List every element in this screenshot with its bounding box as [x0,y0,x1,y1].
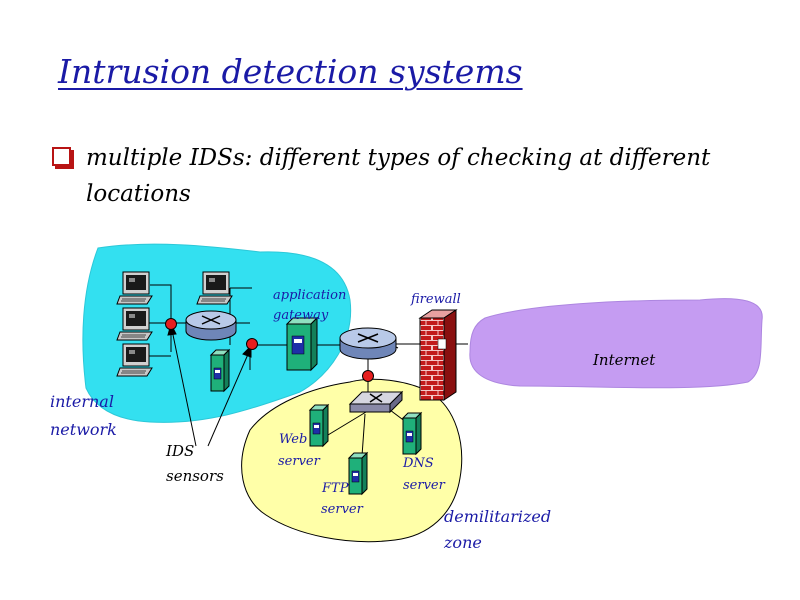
internal-network-label: network [50,420,117,439]
internet-cloud [469,298,763,389]
application-gateway-label: gateway [273,308,329,323]
web-server-label: Web [279,432,307,447]
ftp-server-label: FTP [321,481,349,496]
ids-sensors-label: IDS [165,442,194,460]
firewall-icon [418,309,458,401]
bullet-text: multiple IDSs: different types of checki… [86,145,711,207]
dmz-label: demilitarized [444,507,551,526]
ids-sensor-icon [362,370,374,382]
ids-sensor-icon [246,338,258,350]
web-server-label: server [278,454,321,469]
bullet-icon [52,147,71,166]
ids-sensor-icon [165,318,177,330]
ftp-server-icon [348,452,368,495]
firewall-label: firewall [410,292,461,307]
web-server-icon [309,404,329,447]
dmz-label: zone [443,533,482,552]
main-router-icon [339,327,397,360]
dns-server-icon [402,412,422,455]
dns-server-label: DNS [402,456,434,471]
dns-server-label: server [403,478,446,493]
internet-label: Internet [592,351,656,369]
application-gateway-label: application [273,288,346,303]
diagram-labels: application gateway firewall Internet in… [50,288,656,552]
internal-router-icon [185,310,237,341]
dmz-switch-icon [348,390,404,414]
internal-server-icon [210,349,230,392]
internal-network-label: internal [50,392,114,411]
slide-title: Intrusion detection systems [58,52,523,91]
ftp-server-label: server [321,502,364,517]
application-gateway-icon [285,316,319,372]
ids-sensors-label: sensors [166,467,224,485]
